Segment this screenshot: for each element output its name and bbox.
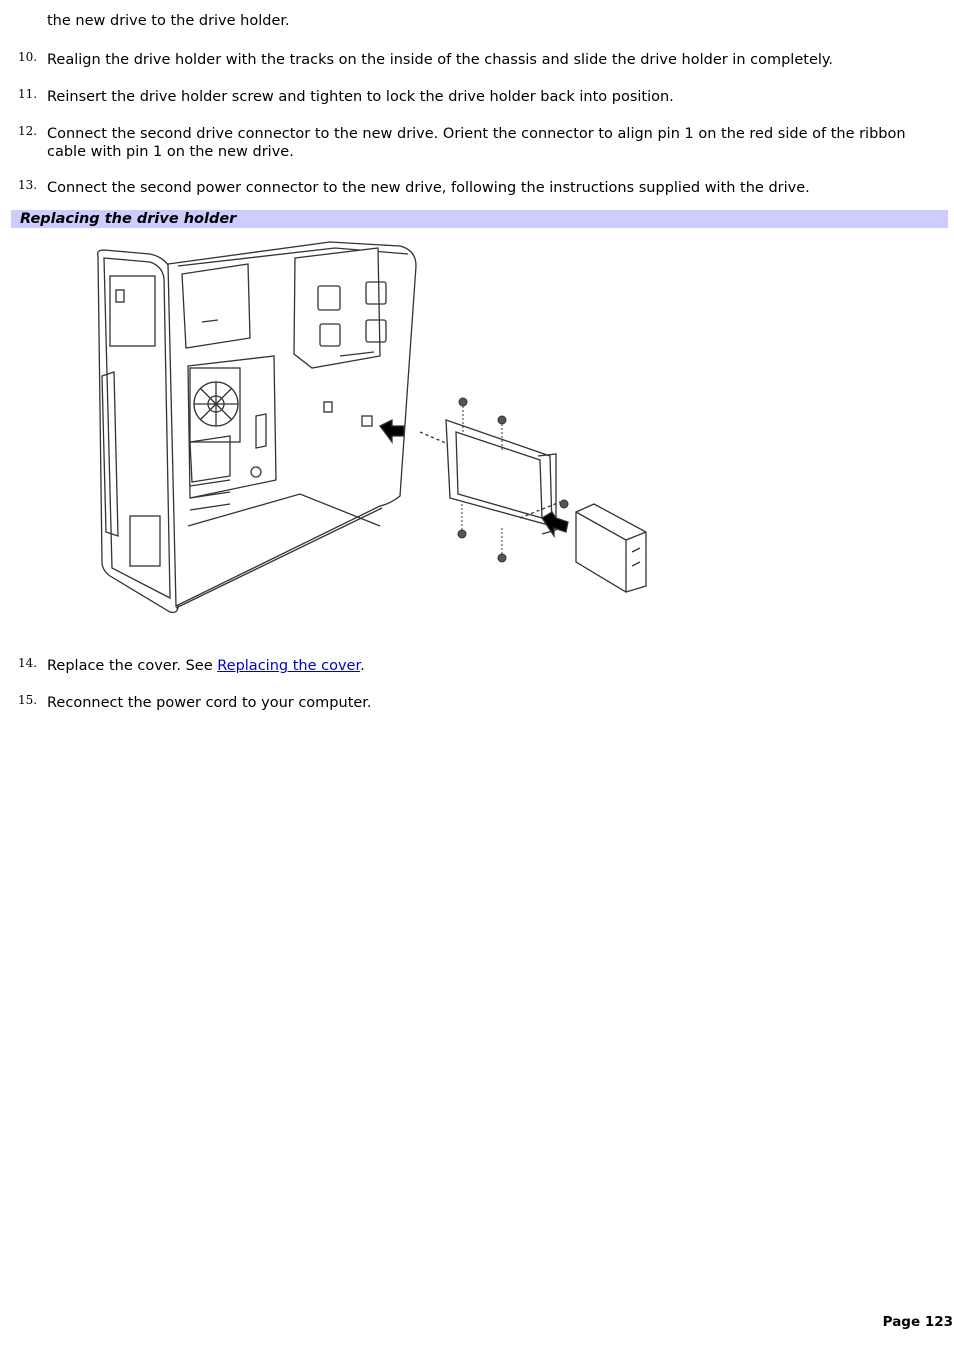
- step-number: 12.: [18, 124, 38, 138]
- computer-chassis-drive-holder-illustration-icon: [90, 236, 660, 621]
- intro-text: the new drive to the drive holder.: [47, 13, 290, 29]
- step-number: 13.: [18, 178, 38, 192]
- step-number: 15.: [18, 693, 38, 707]
- step-text: Realign the drive holder with the tracks…: [47, 52, 834, 68]
- step-number: 11.: [18, 87, 38, 101]
- section-header: Replacing the drive holder: [11, 210, 948, 228]
- step-number: 10.: [18, 50, 38, 64]
- step-number: 14.: [18, 656, 38, 670]
- section-title: Replacing the drive holder: [20, 211, 237, 227]
- replacing-the-cover-link[interactable]: Replacing the cover: [217, 658, 361, 674]
- step-text: Connect the second power connector to th…: [47, 180, 810, 196]
- step-text: Reinsert the drive holder screw and tigh…: [47, 89, 674, 105]
- page-number: Page 123: [882, 1314, 953, 1330]
- step-text: Reconnect the power cord to your compute…: [47, 695, 372, 711]
- step-text: Connect the second drive connector to th…: [47, 126, 906, 160]
- step-text-before: Replace the cover. See: [47, 658, 218, 674]
- step-text: Replace the cover. See Replacing the cov…: [47, 657, 927, 675]
- step-text-after: .: [360, 658, 365, 674]
